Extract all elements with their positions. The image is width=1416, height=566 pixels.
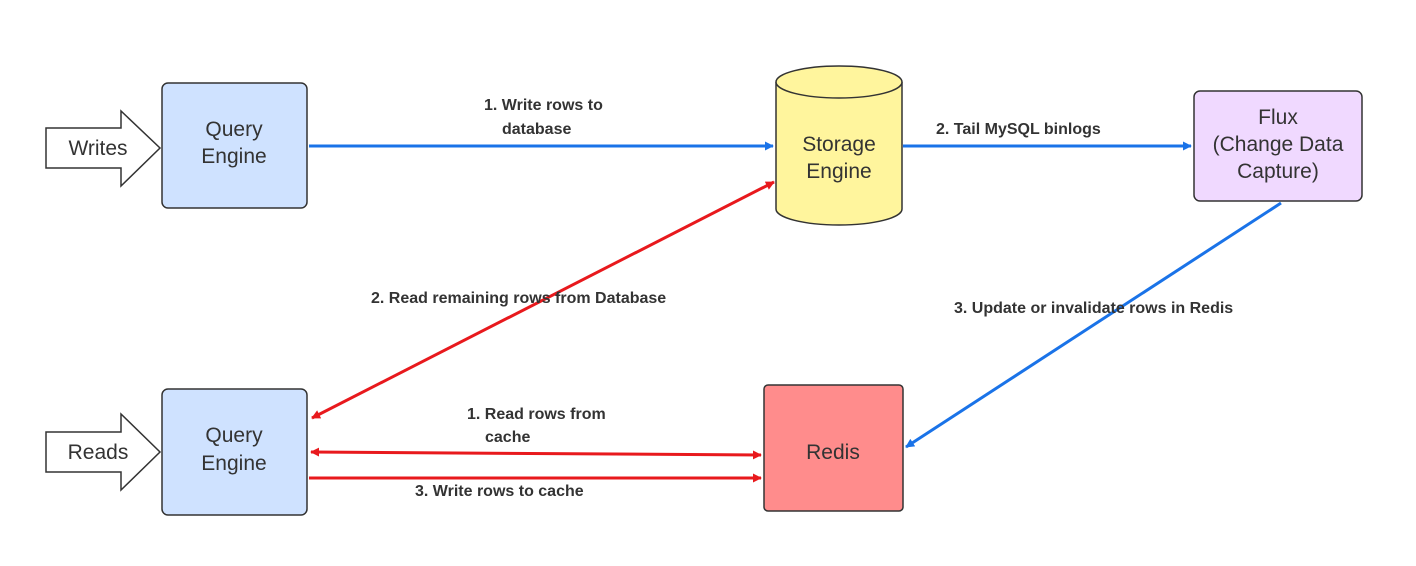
- redis-label: Redis: [806, 441, 860, 464]
- redis-node: Redis: [763, 384, 904, 512]
- flux-label-line3: Capture): [1237, 160, 1319, 183]
- storage-engine-label-line2: Engine: [806, 160, 871, 183]
- write-rows-label-line1: 1. Write rows to: [484, 97, 603, 114]
- query-engine-bottom-label-line1: Query: [205, 424, 263, 447]
- flux-label-line1: Flux: [1258, 106, 1298, 129]
- read-cache-edge: [310, 447, 762, 460]
- read-cache-label-line1: 1. Read rows from: [467, 406, 606, 423]
- query-engine-top-node: Query Engine: [161, 82, 308, 209]
- writes-input-label: Writes: [68, 137, 127, 160]
- write-rows-label-line2: database: [502, 121, 571, 138]
- write-cache-label: 3. Write rows to cache: [415, 483, 584, 500]
- query-engine-bottom-node: Query Engine: [161, 388, 308, 516]
- flux-node: Flux (Change Data Capture): [1193, 90, 1363, 202]
- reads-input-arrow: Reads: [45, 412, 162, 492]
- query-engine-bottom-label-line2: Engine: [201, 452, 266, 475]
- flux-label-line2: (Change Data: [1213, 133, 1344, 156]
- read-cache-label-line2: cache: [485, 429, 530, 446]
- read-remaining-edge: [311, 180, 775, 420]
- reads-input-label: Reads: [68, 441, 129, 464]
- read-remaining-label: 2. Read remaining rows from Database: [371, 290, 666, 307]
- query-engine-top-label-line1: Query: [205, 118, 263, 141]
- storage-engine-node: Storage Engine: [775, 65, 903, 226]
- update-redis-edge: [905, 201, 1282, 449]
- storage-engine-label-line1: Storage: [802, 133, 876, 156]
- query-engine-top-label-line2: Engine: [201, 145, 266, 168]
- update-redis-label: 3. Update or invalidate rows in Redis: [954, 300, 1233, 317]
- tail-binlogs-label: 2. Tail MySQL binlogs: [936, 121, 1101, 138]
- writes-input-arrow: Writes: [45, 109, 162, 188]
